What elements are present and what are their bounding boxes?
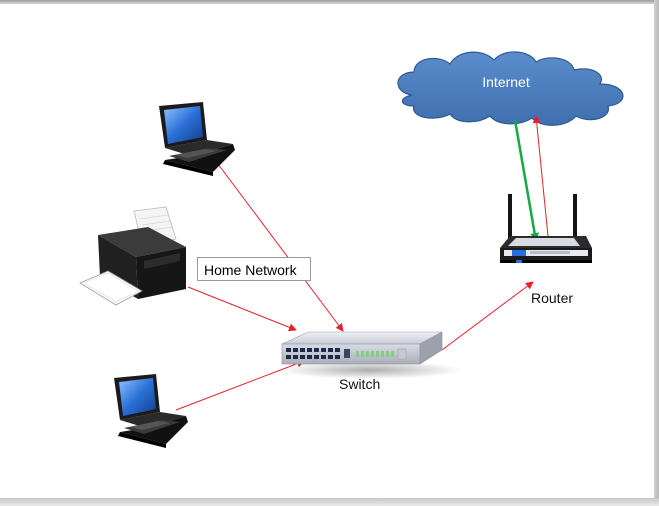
frame-bottom-border (0, 498, 659, 506)
link-printer-to-switch (187, 286, 297, 332)
laptop-icon (114, 374, 188, 448)
cloud-icon (397, 51, 624, 126)
router-label: Router (531, 290, 574, 306)
link-laptop-top-to-switch (214, 159, 344, 332)
link-router-to-internet (532, 115, 550, 247)
internet-label: Internet (482, 74, 530, 90)
home-network-callout: Home Network (197, 257, 311, 281)
switch-label: Switch (339, 376, 381, 392)
printer-icon (79, 206, 186, 306)
switch-icon (278, 331, 462, 379)
router-icon (500, 194, 592, 263)
link-internet-to-router (513, 119, 540, 242)
laptop-icon (159, 102, 235, 176)
frame-top-border (0, 0, 659, 4)
frame-right-border (654, 0, 659, 506)
link-switch-to-router (441, 281, 534, 351)
